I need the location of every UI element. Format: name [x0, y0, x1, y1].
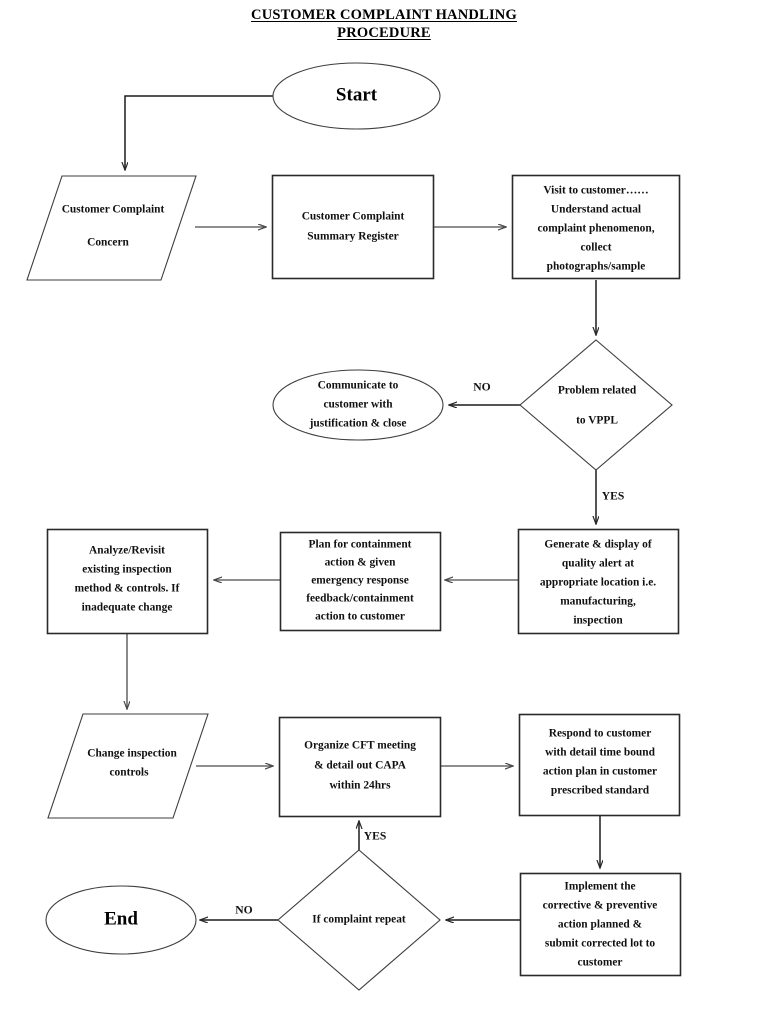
node-if-complaint-repeat[interactable] [277, 849, 441, 991]
node-end[interactable] [45, 885, 197, 955]
node-quality-alert-line2: quality alert at [562, 558, 634, 570]
edge-label-repeat-yes: YES [364, 830, 387, 843]
node-implement-capa-line1: Implement the [564, 881, 635, 893]
node-visit-customer-line5: photographs/sample [547, 261, 646, 273]
node-visit-customer-line4: collect [581, 242, 612, 254]
node-respond-customer-line4: prescribed standard [551, 785, 650, 797]
node-quality-alert-line1: Generate & display of [544, 539, 651, 551]
node-problem-related-vppl[interactable] [519, 339, 673, 471]
node-implement-capa-line4: submit corrected lot to [545, 938, 655, 950]
node-analyze-revisit-line3: method & controls. If [75, 583, 180, 595]
node-change-inspection-controls-line2: controls [109, 767, 149, 779]
node-customer-complaint-concern[interactable] [26, 175, 197, 281]
node-communicate-close[interactable] [272, 369, 444, 441]
node-communicate-close-line3: justification & close [309, 418, 407, 430]
edge-label-repeat-no: NO [235, 904, 252, 917]
node-communicate-close-line1: Communicate to [318, 380, 399, 392]
node-cft-meeting-line3: within 24hrs [329, 780, 391, 792]
node-summary-register-line2: Summary Register [307, 231, 398, 243]
node-visit-customer-line3: complaint phenomenon, [537, 223, 654, 235]
node-implement-capa-line5: customer [578, 957, 623, 969]
node-quality-alert[interactable] [517, 528, 680, 635]
node-implement-capa[interactable] [519, 872, 682, 977]
node-implement-capa-line2: corrective & preventive [543, 900, 658, 912]
edge-label-vppl-yes: YES [602, 490, 625, 503]
page-title-line2: PROCEDURE [337, 25, 431, 41]
node-communicate-close-line2: customer with [323, 399, 393, 411]
node-quality-alert-line5: inspection [573, 615, 623, 627]
node-analyze-revisit-line4: inadequate change [82, 602, 173, 614]
node-respond-customer-line1: Respond to customer [549, 728, 652, 740]
node-quality-alert-line3: appropriate location i.e. [540, 577, 656, 589]
node-containment-plan-line3: emergency response [311, 575, 409, 587]
node-cft-meeting[interactable] [278, 716, 442, 818]
node-summary-register[interactable] [271, 174, 435, 280]
node-implement-capa-line3: action planned & [558, 919, 642, 931]
node-cft-meeting-line1: Organize CFT meeting [304, 740, 416, 752]
edge-label-vppl-no: NO [473, 381, 490, 394]
node-containment-plan-line4: feedback/containment [306, 593, 414, 605]
page-title: CUSTOMER COMPLAINT HANDLING PROCEDURE [0, 6, 768, 42]
node-analyze-revisit-line1: Analyze/Revisit [89, 545, 165, 557]
node-visit-customer-line1: Visit to customer…… [543, 185, 648, 197]
node-cft-meeting-line2: & detail out CAPA [314, 760, 407, 772]
node-customer-complaint-concern-line1: Customer Complaint [62, 204, 165, 216]
node-summary-register-line1: Customer Complaint [302, 211, 405, 223]
node-containment-plan[interactable] [279, 531, 442, 632]
node-customer-complaint-concern-line2: Concern [87, 237, 129, 249]
node-respond-customer[interactable] [518, 713, 681, 817]
node-start[interactable] [272, 62, 441, 130]
node-containment-plan-line5: action to customer [315, 611, 405, 623]
node-analyze-revisit-line2: existing inspection [82, 564, 172, 576]
page-title-line1: CUSTOMER COMPLAINT HANDLING [251, 7, 517, 23]
edge-start-to-complaint [125, 95, 273, 170]
node-quality-alert-line4: manufacturing, [560, 596, 636, 608]
node-visit-customer[interactable] [511, 174, 681, 280]
node-respond-customer-line3: action plan in customer [543, 766, 657, 778]
node-change-inspection-controls[interactable] [47, 713, 209, 819]
node-containment-plan-line2: action & given [325, 557, 397, 569]
node-change-inspection-controls-line1: Change inspection [87, 748, 177, 760]
node-start-label: Start [336, 84, 378, 105]
node-if-complaint-repeat-label: If complaint repeat [312, 914, 406, 926]
node-containment-plan-line1: Plan for containment [309, 539, 412, 551]
node-problem-related-vppl-line1: Problem related [558, 385, 637, 397]
node-problem-related-vppl-line2: to VPPL [576, 415, 618, 427]
node-visit-customer-line2: Understand actual [551, 204, 641, 216]
node-respond-customer-line2: with detail time bound [545, 747, 655, 759]
node-end-label: End [104, 908, 138, 929]
node-analyze-revisit[interactable] [46, 528, 209, 635]
